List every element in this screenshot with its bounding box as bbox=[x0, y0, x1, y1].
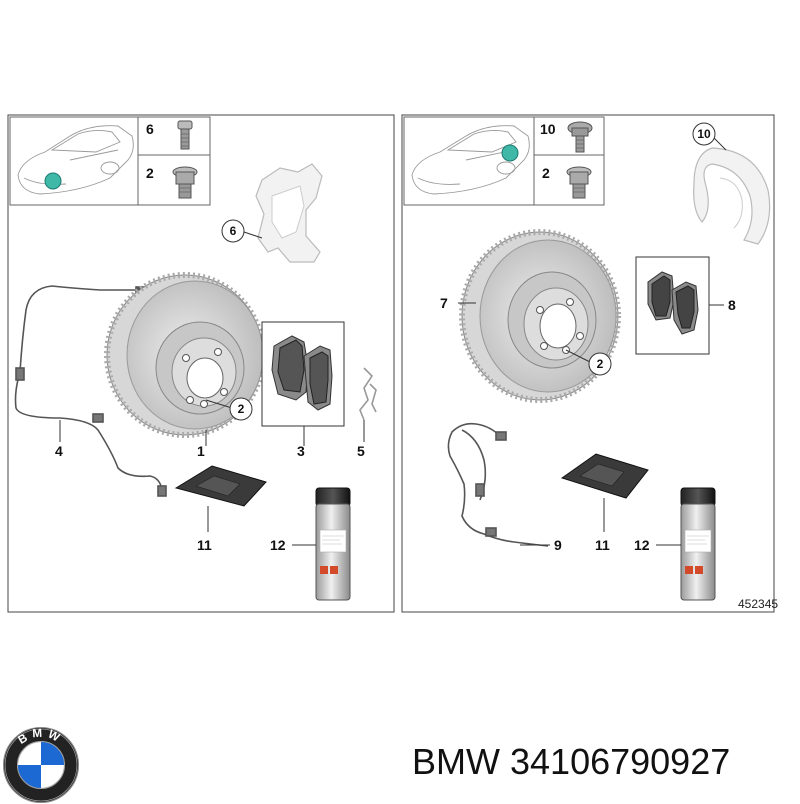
bolt-icon bbox=[567, 121, 593, 153]
cleaning-cloth bbox=[560, 453, 649, 499]
callout-2: 2 bbox=[238, 402, 245, 416]
callout-7: 7 bbox=[440, 295, 448, 311]
plug-bolt-icon bbox=[172, 166, 198, 199]
brake-disc bbox=[459, 229, 621, 403]
plug-bolt-icon bbox=[566, 166, 592, 199]
leader-line bbox=[713, 137, 727, 151]
part-number: 34106790927 bbox=[510, 741, 731, 782]
spray-can bbox=[680, 487, 716, 601]
callout-12: 12 bbox=[634, 537, 650, 553]
cleaning-cloth bbox=[174, 465, 267, 507]
callout-circle-10 bbox=[692, 122, 716, 146]
right-inset: 10 2 bbox=[403, 116, 605, 206]
callout-9: 9 bbox=[554, 537, 562, 553]
right-panel: 10 2 10 bbox=[401, 114, 778, 613]
callout-circle-2 bbox=[588, 352, 612, 376]
callout-4: 4 bbox=[55, 443, 63, 459]
bolt-icon bbox=[177, 120, 193, 150]
callout-2: 2 bbox=[597, 357, 604, 371]
left-panel: 6 2 6 bbox=[7, 114, 395, 613]
inset-label-6: 6 bbox=[146, 121, 154, 137]
dust-shield bbox=[693, 147, 771, 245]
part-caption: BMW 34106790927 bbox=[412, 741, 730, 783]
position-marker bbox=[501, 144, 519, 162]
brake-disc bbox=[104, 272, 266, 438]
callout-5: 5 bbox=[357, 443, 365, 459]
car-outline-icon bbox=[17, 125, 134, 195]
inset-label-10: 10 bbox=[540, 121, 556, 137]
callout-10: 10 bbox=[697, 127, 711, 141]
spray-can bbox=[315, 487, 351, 601]
callout-circle-6 bbox=[221, 219, 245, 243]
left-inset: 6 2 bbox=[9, 116, 211, 206]
inset-label-2: 2 bbox=[146, 165, 154, 181]
diagram-reference-number: 452345 bbox=[738, 597, 778, 611]
callout-6: 6 bbox=[230, 224, 237, 238]
callout-1: 1 bbox=[197, 443, 205, 459]
callout-circle-2 bbox=[229, 397, 253, 421]
callout-11: 11 bbox=[595, 537, 610, 553]
brake-pads bbox=[261, 321, 345, 427]
inset-label-2: 2 bbox=[542, 165, 550, 181]
leader-line bbox=[243, 231, 263, 239]
brand-name: BMW bbox=[412, 741, 500, 782]
callout-11: 11 bbox=[197, 537, 212, 553]
position-marker bbox=[44, 172, 62, 190]
brake-pads bbox=[635, 256, 710, 355]
leader-line bbox=[565, 349, 591, 363]
callout-8: 8 bbox=[728, 297, 736, 313]
callout-12: 12 bbox=[270, 537, 286, 553]
car-outline-icon bbox=[411, 125, 530, 195]
leader-line bbox=[205, 399, 233, 409]
callout-3: 3 bbox=[297, 443, 305, 459]
wear-sensor bbox=[447, 422, 549, 547]
anti-rattle-spring bbox=[359, 367, 377, 421]
caliper-bracket bbox=[255, 163, 323, 263]
bmw-logo: BMW bbox=[2, 727, 80, 804]
